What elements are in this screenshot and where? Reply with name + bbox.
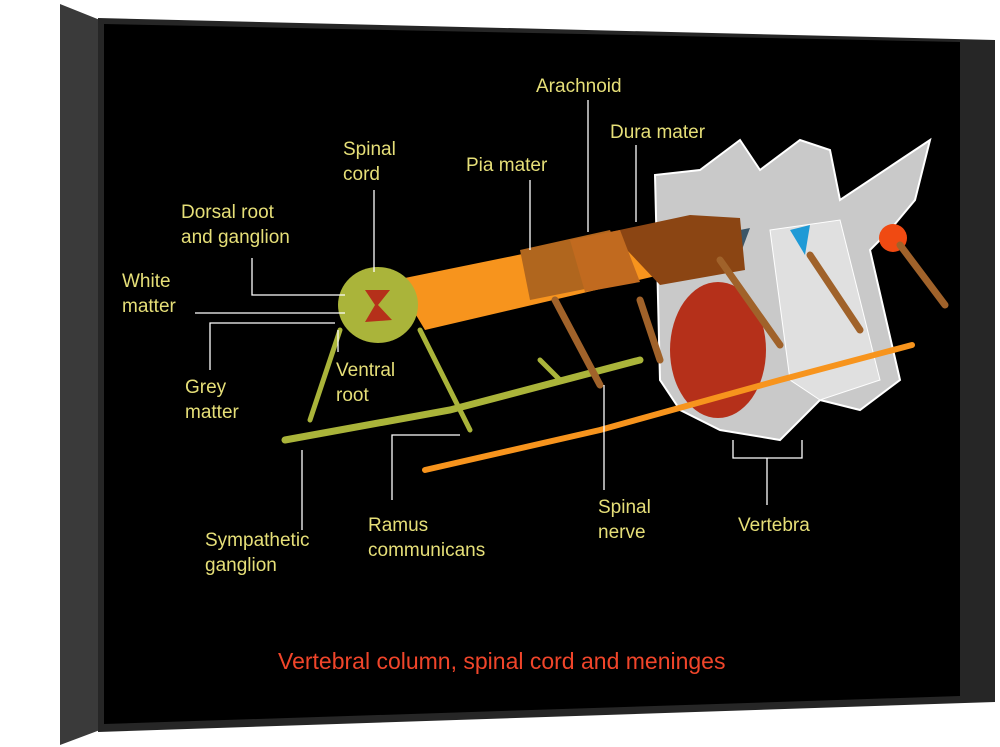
label-arachnoid: Arachnoid [536, 76, 622, 97]
label-ramus-communicans: Ramus communicans [368, 515, 486, 561]
label-pia-mater: Pia mater [466, 155, 548, 176]
label-dura-mater: Dura mater [610, 122, 706, 143]
frame-side [60, 4, 100, 745]
label-spinal-cord: Spinal cord [343, 139, 396, 185]
nerve-shapes [281, 241, 949, 473]
label-sympathetic-ganglion: Sympathetic ganglion [205, 530, 310, 576]
label-grey-matter: Grey matter [185, 377, 239, 423]
leader-lines [195, 100, 803, 530]
label-white-matter: White matter [122, 271, 176, 317]
spinal-cord-shape [338, 215, 745, 343]
diagram-title: Vertebral column, spinal cord and mening… [278, 648, 726, 674]
label-ventral-root: Ventral root [336, 360, 396, 406]
label-vertebra: Vertebra [738, 515, 810, 536]
vertebra-shapes [653, 137, 932, 442]
label-spinal-nerve: Spinal nerve [598, 497, 651, 543]
label-dorsal-root: Dorsal root and ganglion [181, 202, 290, 248]
